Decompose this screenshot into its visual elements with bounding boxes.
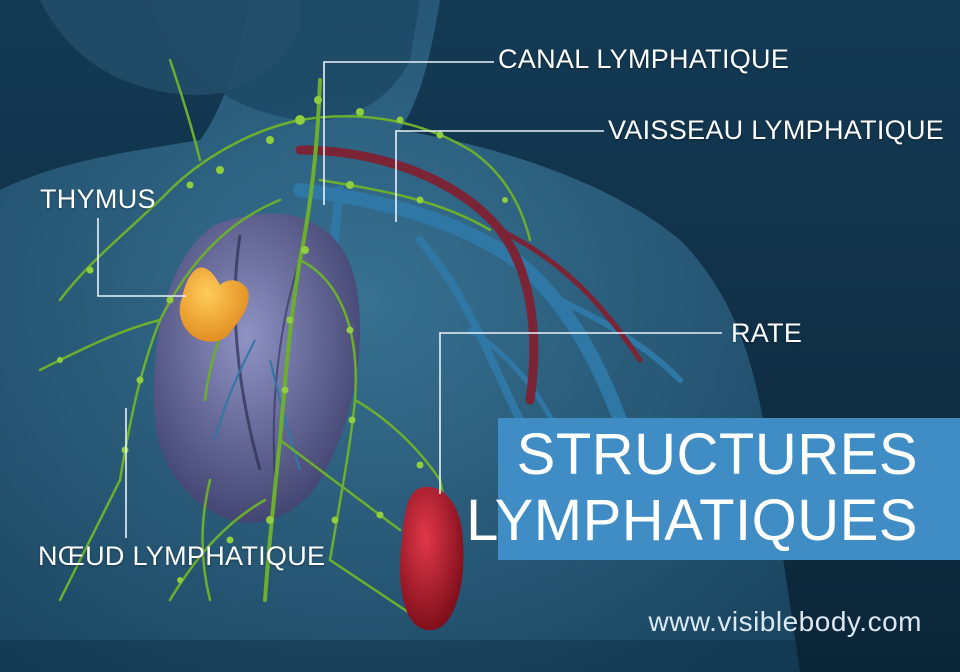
title-line-2: LYMPHATIQUES: [466, 488, 918, 553]
leader-line-vaisseau: [395, 130, 604, 222]
leader-line-rate: [439, 332, 722, 494]
leader-line-thymus: [97, 218, 186, 297]
label-canal-lymphatique: CANAL LYMPHATIQUE: [498, 44, 790, 74]
leader-lines: [97, 61, 722, 538]
label-noeud-lymphatique: NŒUD LYMPHATIQUE: [38, 541, 326, 571]
thymus-gland: [179, 267, 249, 342]
lymphatic-network: [38, 58, 532, 622]
spleen: [400, 486, 464, 631]
title-banner: STRUCTURES LYMPHATIQUES: [466, 418, 960, 560]
bottom-shade: [0, 640, 960, 672]
label-vaisseau-lymphatique: VAISSEAU LYMPHATIQUE: [608, 115, 945, 145]
chin-shape: [40, 0, 300, 96]
lymph-nodes: [57, 96, 508, 604]
label-thymus: THYMUS: [40, 184, 156, 214]
title-line-1: STRUCTURES: [516, 422, 918, 487]
website-url: www.visiblebody.com: [648, 606, 922, 637]
leader-line-canal: [323, 61, 494, 205]
label-rate: RATE: [731, 318, 803, 348]
